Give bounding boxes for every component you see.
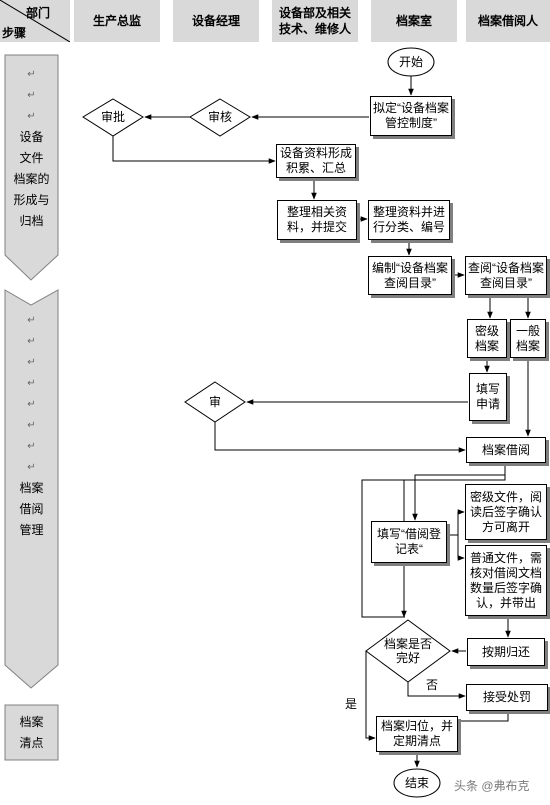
start-label: 开始: [398, 55, 423, 69]
edge-register-to-normal: [457, 535, 465, 561]
box-organize-submit: 整理相关资料，并提交: [277, 200, 357, 240]
edge-approve-to-form: [112, 136, 276, 164]
edge-check-no-to-penalty: [407, 682, 466, 699]
box-fill-request: 填写申请: [469, 373, 507, 421]
approve-label: 审批: [100, 110, 125, 124]
intact-check-label: 档案是否完好: [384, 637, 433, 665]
stage-borrow-line-3: 管理: [19, 523, 44, 537]
stage-formation-line-1: 设备: [19, 130, 44, 144]
column-header-production-director: 生产总监: [74, 0, 160, 42]
edge-approve2-to-borrow: [214, 422, 466, 453]
edge-borrow-to-register: [412, 463, 506, 521]
column-header-borrower: 档案借阅人: [466, 0, 550, 42]
end-label: 结束: [404, 776, 429, 790]
corner-dept-label: 部门: [26, 6, 51, 20]
corner-diagonal: [0, 0, 70, 42]
box-fill-register: 填写“借阅登记表“: [371, 521, 447, 563]
corner-header: 部门 步骤: [0, 0, 70, 42]
stage-check-line-2: 清点: [19, 736, 44, 750]
box-penalty: 接受处罚: [466, 684, 548, 711]
box-borrow: 档案借阅: [466, 437, 546, 463]
stage-label-formation: ↵↵↵ 设备 文件 档案的 形成与 归档: [5, 64, 58, 232]
diamond-review: [189, 98, 251, 137]
stage-check-line-1: 档案: [19, 715, 44, 729]
stage-borrow-line-2: 借阅: [19, 502, 44, 516]
stage-borrow-line-1: 档案: [19, 481, 44, 495]
box-secret-read: 密级文件，阅读后签字确认方可离开: [465, 484, 547, 540]
stage-shape-check: [4, 704, 59, 761]
column-header-equipment-manager: 设备经理: [173, 0, 259, 42]
approve2-label: 审: [208, 395, 221, 409]
box-consult-catalog: 查阅“设备档案查阅目录”: [465, 256, 547, 295]
stage-label-check: 档案 清点: [5, 712, 58, 754]
box-normal-file: 普通文件，需核对借阅文档数量后签字确认，并带出: [465, 545, 547, 616]
edge-register-to-secret-read: [448, 509, 465, 536]
box-compile-catalog: 编制“设备档案查阅目录”: [368, 256, 452, 295]
edge-label-yes: 是: [344, 697, 357, 711]
stage-formation-line-5: 归档: [19, 214, 44, 228]
box-classify: 整理资料并进行分类、编号: [368, 200, 450, 240]
box-secret-archive: 密级档案: [467, 319, 507, 358]
box-restore: 档案归位，并定期清点: [376, 716, 458, 752]
watermark: 头条 @弗布克: [454, 779, 530, 793]
box-form-data: 设备资料形成积累、汇总: [276, 144, 356, 178]
box-draft-policy: 拟定“设备档案管控制度”: [370, 96, 452, 136]
column-header-archive-room: 档案室: [371, 0, 457, 42]
edge-borrow-to-register-2: [361, 475, 506, 618]
stage-label-borrow: ↵↵↵↵ ↵↵↵↵ 档案 借阅 管理: [5, 310, 58, 541]
stage-shape-formation: [4, 54, 59, 281]
box-general-archive: 一般档案: [510, 319, 546, 358]
column-header-equipment-dept: 设备部及相关技术、维修人: [272, 0, 358, 42]
review-label: 审核: [207, 110, 232, 124]
edge-label-no: 否: [425, 678, 438, 692]
stage-formation-line-2: 文件: [19, 151, 44, 165]
box-return-on-time: 按期归还: [467, 638, 545, 666]
corner-step-label: 步骤: [2, 26, 27, 40]
stage-shape-borrow: [4, 289, 59, 689]
stage-formation-line-3: 档案的: [13, 172, 50, 186]
stage-formation-line-4: 形成与: [13, 193, 50, 207]
edge-check-yes-to-restore: [365, 651, 376, 741]
oval-end: [393, 768, 441, 798]
